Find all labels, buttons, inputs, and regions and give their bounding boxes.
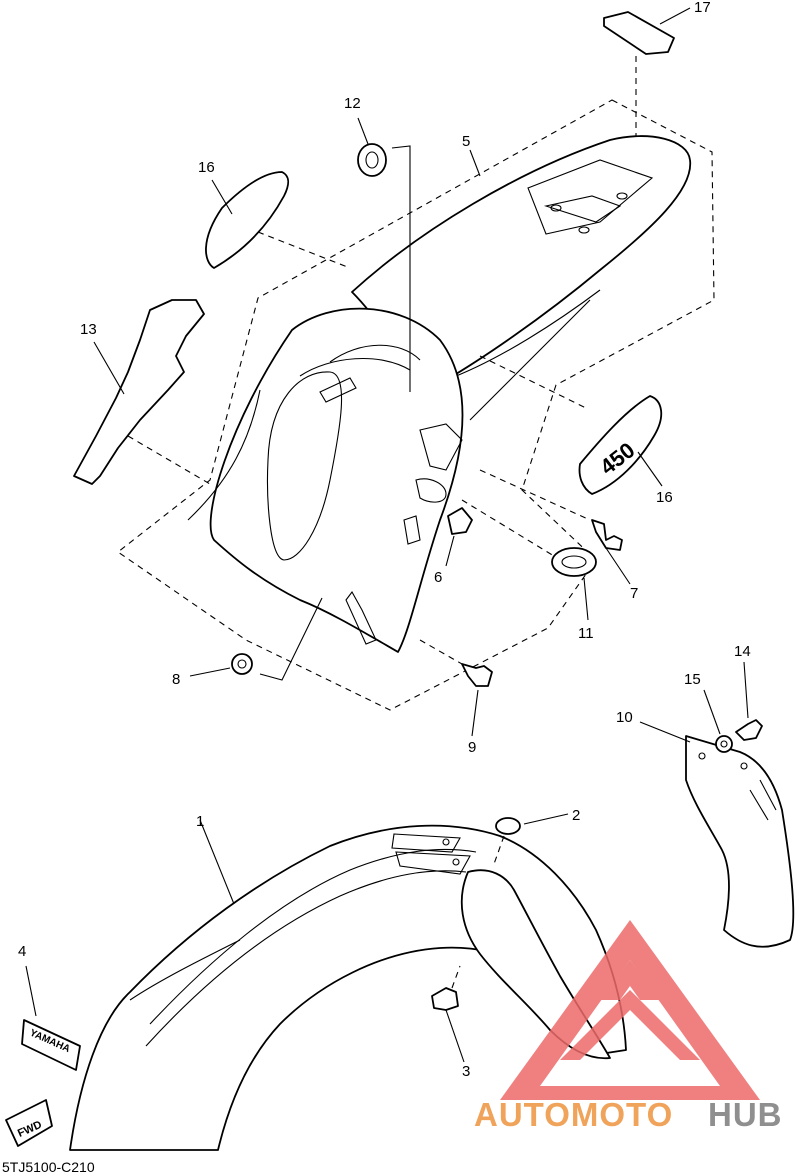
part-5-rear-fender [351,135,691,421]
callout-11: 11 [578,625,594,642]
part-11-grommet [461,499,597,621]
callout-7: 7 [630,585,638,602]
callout-8: 8 [172,671,180,688]
callout-13: 13 [80,321,97,338]
callout-16-left: 16 [198,159,215,176]
watermark-text-hub: HUB [708,1096,783,1133]
part-3-bolt [431,965,465,1063]
part-17-sticker [603,11,675,138]
callout-9: 9 [468,739,476,756]
diagram-code: 5TJ5100-C210 [2,1159,95,1175]
callout-12: 12 [344,95,361,112]
part-13-side-guard [73,299,211,485]
watermark-logo [500,920,760,1100]
part-15-washer [703,689,733,753]
part-9-bolt [419,639,493,737]
callout-10: 10 [616,709,633,726]
watermark-triangle-mark [500,920,760,1100]
callout-17: 17 [694,0,711,16]
callout-14: 14 [734,643,751,660]
part-4-yamaha-decal: YAMAHA [21,965,81,1071]
fwd-arrow: FWD [5,1099,53,1147]
callout-1: 1 [196,813,204,830]
assembly-dashed-outline [117,99,715,711]
part-16-left-side-decal [205,171,351,269]
part-10-mud-flap [639,721,795,948]
part-2-grommet [493,813,569,865]
part-6-nut [445,507,473,567]
part-12-grommet [357,117,411,392]
part-16-right-side-decal: 450 [479,355,663,495]
callout-4: 4 [18,943,26,960]
part-8-washer [189,597,323,681]
callout-6: 6 [434,569,442,586]
callout-15: 15 [684,671,701,688]
callout-5: 5 [462,133,470,150]
part-7-bolt [479,469,631,585]
watermark-text-automoto: AUTOMOTO [474,1096,673,1133]
part-14-bolt [735,661,763,741]
callout-2: 2 [572,807,580,824]
callout-3: 3 [462,1063,470,1080]
rear-inner-mudguard [187,307,464,653]
callout-16-right: 16 [656,489,673,506]
